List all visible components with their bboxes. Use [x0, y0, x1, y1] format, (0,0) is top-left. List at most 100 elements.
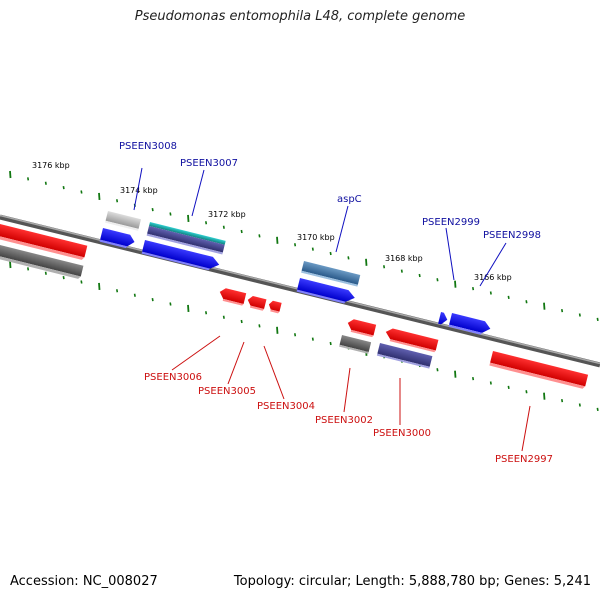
inner-ruler-tick	[44, 271, 47, 275]
outer-ruler-tick	[311, 247, 314, 251]
outer-ruler-tick	[472, 286, 475, 291]
inner-ruler-tick	[133, 293, 136, 297]
label-pseen3004[interactable]: PSEEN3004	[257, 401, 315, 412]
inner-ruler-tick	[187, 304, 190, 312]
label-pseen3006[interactable]: PSEEN3006	[144, 372, 202, 383]
outer-ruler-tick	[151, 207, 154, 212]
gene-pseen3002-pseudo[interactable]	[339, 335, 372, 354]
inner-ruler-tick	[276, 326, 279, 334]
outer-ruler-tick	[489, 291, 492, 295]
gene-pseen3008[interactable]	[99, 228, 136, 250]
inner-ruler-tick	[98, 282, 101, 290]
label-pseen3008[interactable]: PSEEN3008	[119, 141, 177, 152]
label-pseen3000[interactable]: PSEEN3000	[373, 428, 431, 439]
inner-ruler-tick	[454, 370, 457, 378]
inner-ruler-tick	[596, 407, 599, 412]
outer-ruler-tick	[98, 192, 101, 200]
bottom-label-leaders	[171, 335, 531, 452]
outer-ruler-tick	[9, 170, 12, 179]
gene-pseen3002[interactable]	[346, 318, 377, 338]
gene-bar-red-left[interactable]	[0, 224, 88, 260]
gene-pseen3006[interactable]	[218, 287, 247, 306]
outer-ruler-tick	[187, 214, 190, 222]
ruler-label-3172: 3172 kbp	[208, 210, 246, 219]
outer-ruler-tick	[418, 273, 421, 278]
inner-ruler-tick	[294, 333, 297, 337]
inner-ruler-tick	[525, 390, 528, 394]
outer-ruler-tick	[27, 177, 30, 181]
ruler-label-3170: 3170 kbp	[297, 233, 335, 242]
outer-ruler-tick	[276, 236, 279, 244]
inner-ruler-tick	[578, 403, 581, 407]
outer-ruler-tick	[525, 300, 528, 304]
gene-pseen2999[interactable]	[438, 312, 449, 326]
inner-ruler-tick	[9, 260, 12, 269]
gene-pseen2998[interactable]	[448, 313, 492, 337]
ruler-label-3174: 3174 kbp	[120, 186, 158, 195]
inner-ruler-tick	[543, 392, 546, 400]
inner-ruler-tick	[151, 297, 154, 302]
outer-ruler-tick	[258, 234, 261, 238]
outer-ruler-tick	[222, 225, 225, 229]
outer-ruler-ticks	[9, 170, 599, 322]
outer-ruler-tick	[116, 199, 119, 203]
inner-ruler-tick	[80, 280, 83, 284]
inner-ruler-tick	[472, 376, 475, 381]
outer-ruler-tick	[507, 295, 510, 300]
outer-ruler-tick	[294, 243, 297, 247]
outer-ruler-tick	[400, 269, 403, 273]
gene-pseen3008-pseudo[interactable]	[105, 211, 141, 231]
gene-features	[0, 211, 589, 389]
outer-ruler-tick	[561, 308, 564, 313]
gene-pseen3005[interactable]	[246, 295, 267, 311]
label-aspc[interactable]: aspC	[337, 194, 362, 205]
gene-aspc-cds[interactable]	[301, 261, 361, 287]
accession-text: Accession: NC_008027	[10, 574, 158, 589]
label-pseen3007[interactable]: PSEEN3007	[180, 158, 238, 169]
genome-summary-text: Topology: circular; Length: 5,888,780 bp…	[233, 574, 591, 589]
outer-ruler-tick	[578, 313, 581, 317]
outer-ruler-tick	[44, 181, 47, 185]
inner-ruler-tick	[311, 337, 314, 341]
inner-ruler-tick	[436, 368, 439, 372]
gene-aspc[interactable]	[296, 278, 357, 306]
outer-ruler-tick	[169, 212, 172, 216]
gene-bar-gray-left[interactable]	[0, 245, 84, 279]
inner-ruler-tick	[27, 267, 30, 271]
gene-pseen3004[interactable]	[267, 300, 282, 314]
outer-ruler-tick	[365, 258, 368, 266]
inner-ruler-tick	[116, 289, 119, 293]
gene-pseen3007[interactable]	[141, 240, 221, 272]
gene-pseen3000-cds[interactable]	[376, 343, 433, 369]
label-pseen2999[interactable]: PSEEN2999	[422, 217, 480, 228]
label-pseen2998[interactable]: PSEEN2998	[483, 230, 541, 241]
gene-pseen3000[interactable]	[384, 327, 439, 353]
inner-ruler-tick	[222, 315, 225, 319]
inner-ruler-tick	[329, 341, 332, 346]
inner-ruler-tick	[258, 324, 261, 328]
outer-ruler-tick	[596, 317, 599, 322]
inner-ruler-tick	[561, 398, 564, 403]
label-pseen2997[interactable]: PSEEN2997	[495, 454, 553, 465]
top-label-leaders	[133, 167, 507, 287]
ruler-label-3176: 3176 kbp	[32, 161, 70, 170]
inner-ruler-tick	[62, 275, 65, 280]
label-pseen3002[interactable]: PSEEN3002	[315, 415, 373, 426]
outer-ruler-tick	[436, 278, 439, 282]
label-pseen3005[interactable]: PSEEN3005	[198, 386, 256, 397]
ruler-label-3166: 3166 kbp	[474, 273, 512, 282]
outer-ruler-tick	[62, 185, 65, 190]
gene-pseen2997[interactable]	[489, 351, 589, 389]
inner-ruler-tick	[240, 319, 243, 324]
inner-ruler-tick	[507, 385, 510, 390]
outer-ruler-tick	[347, 256, 350, 260]
outer-ruler-tick	[80, 190, 83, 194]
outer-ruler-tick	[454, 280, 457, 288]
inner-ruler-tick	[489, 381, 492, 385]
outer-ruler-tick	[329, 251, 332, 256]
outer-ruler-tick	[205, 221, 208, 225]
ruler-label-3168: 3168 kbp	[385, 254, 423, 263]
gene-pseen3007-cds[interactable]	[146, 222, 226, 255]
